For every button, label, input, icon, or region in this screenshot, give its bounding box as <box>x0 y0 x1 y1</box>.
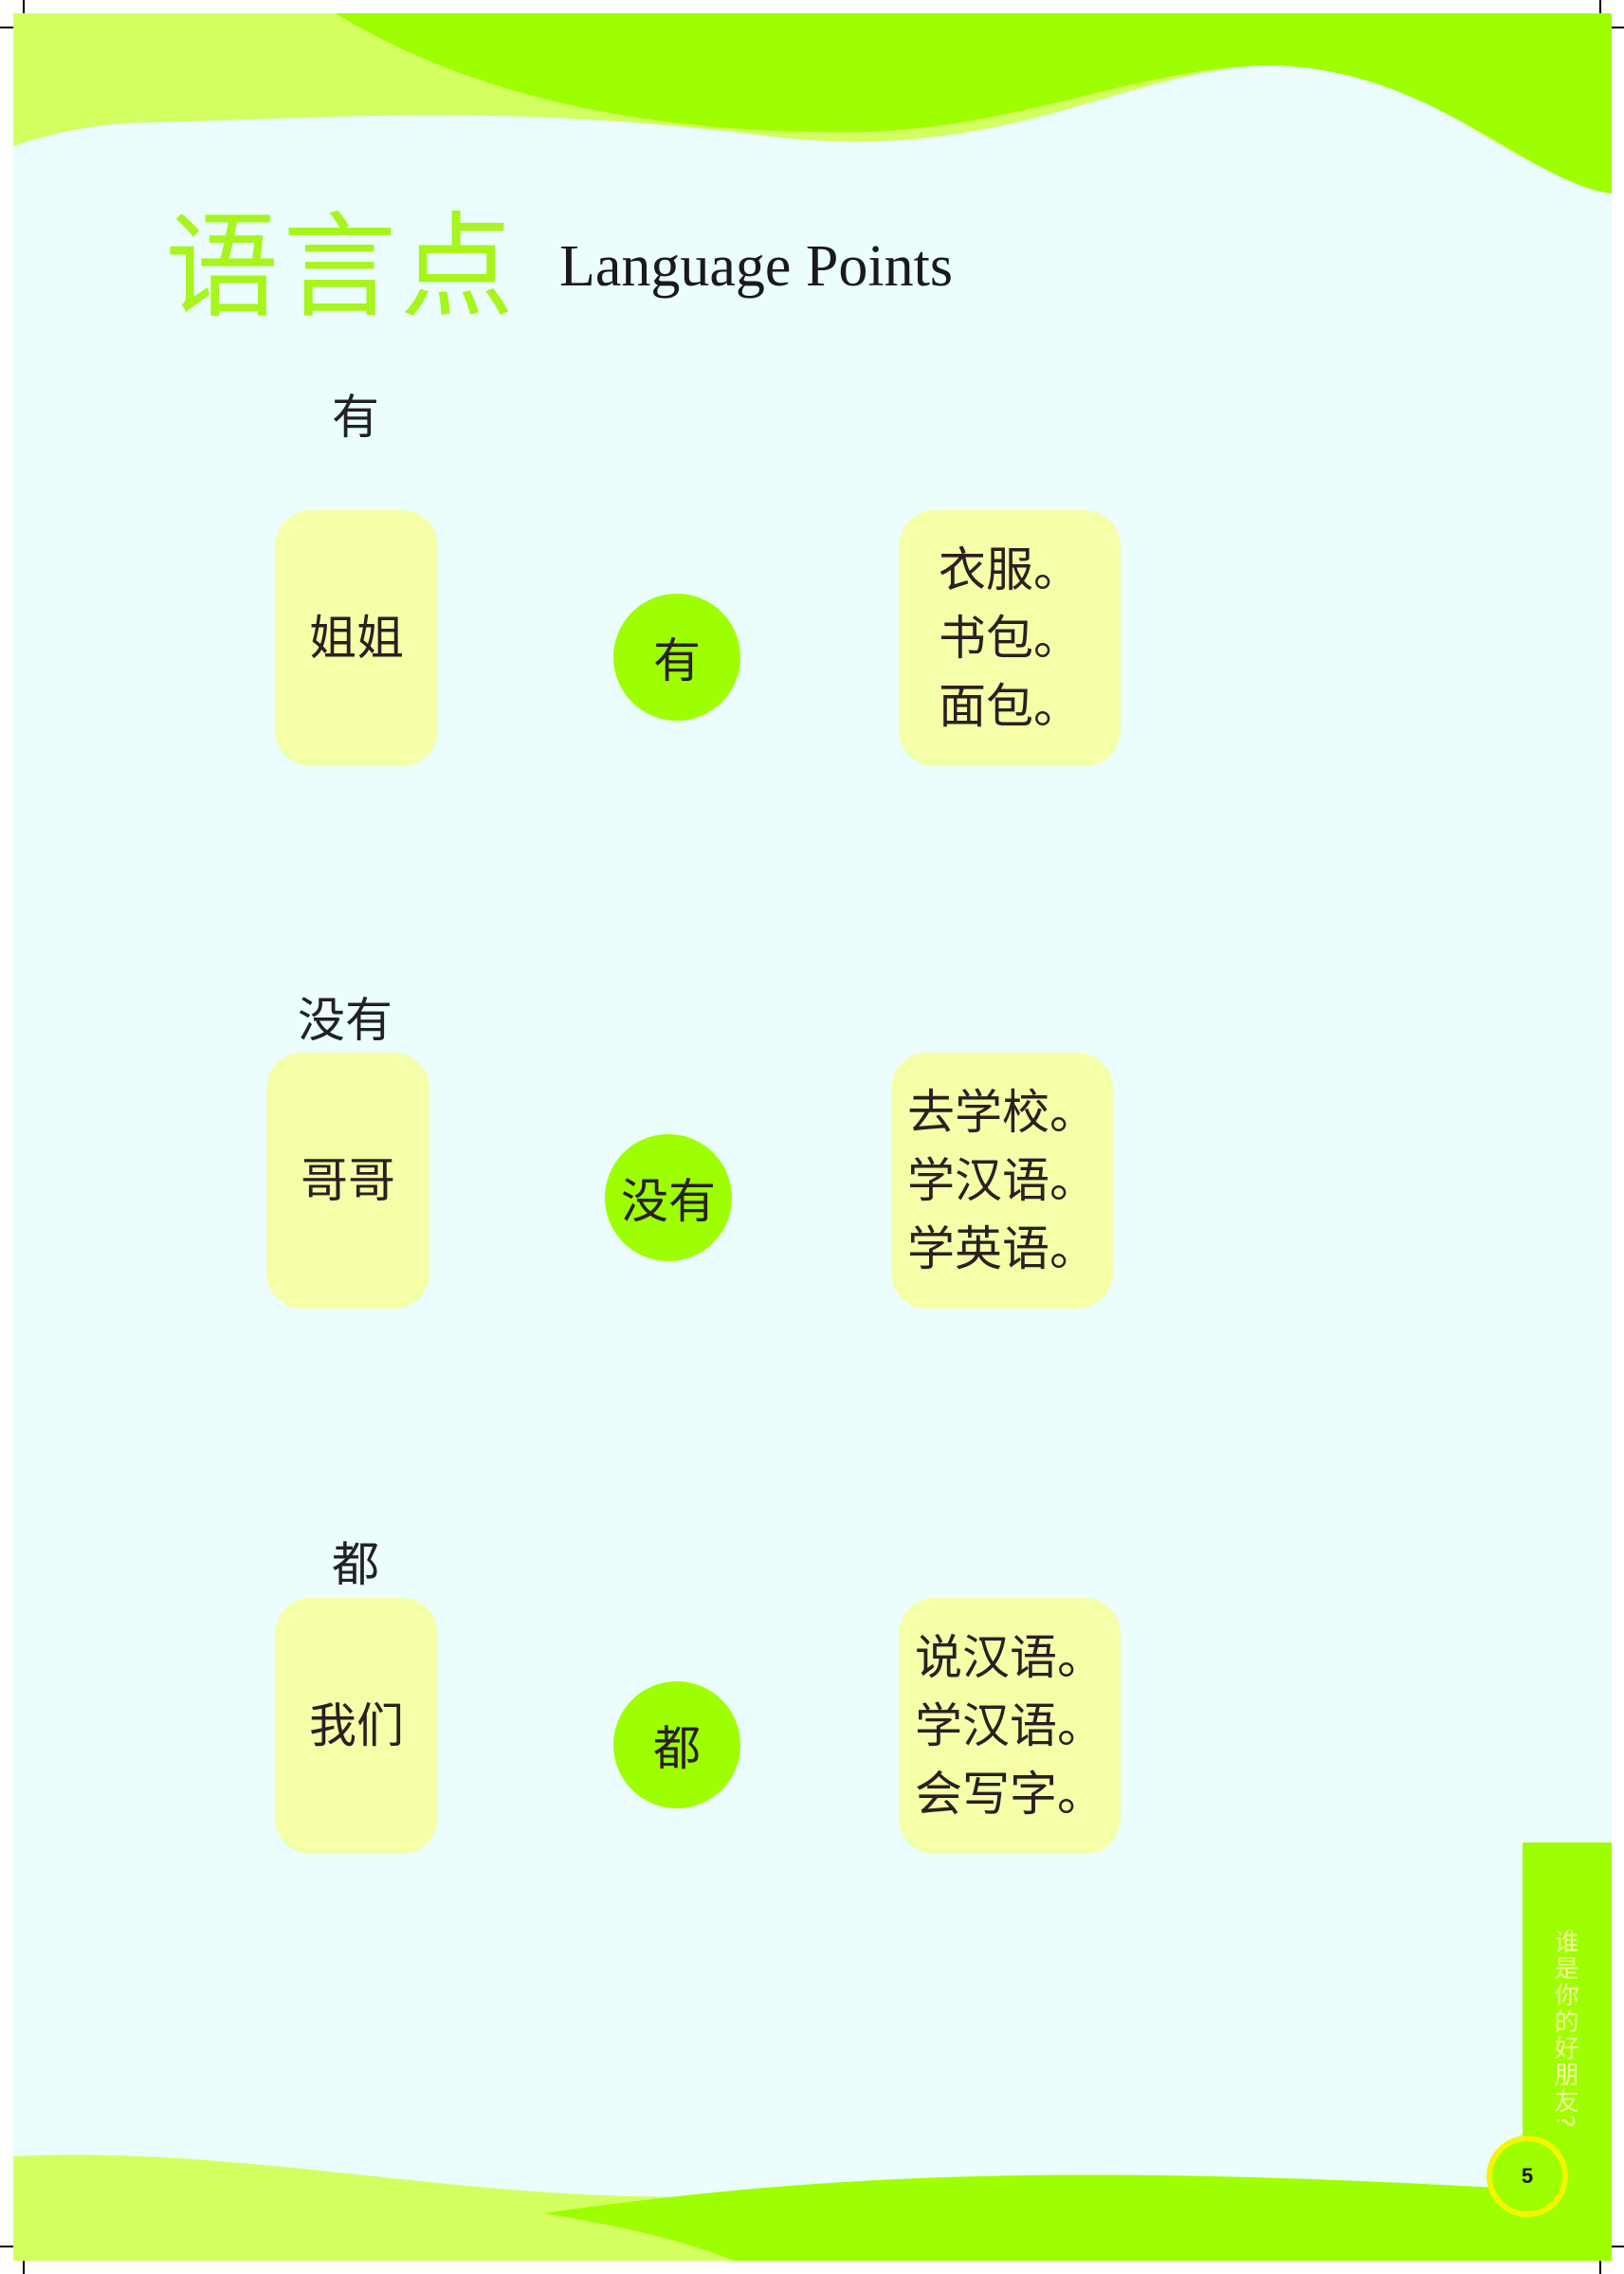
verb-text: 都 <box>653 1721 701 1776</box>
title-english: Language Points <box>559 234 953 299</box>
crop-mark <box>0 2246 23 2247</box>
subject-text: 我们 <box>309 1698 404 1753</box>
subject-text: 姐姐 <box>309 611 404 666</box>
subject-box: 姐姐 <box>275 510 438 766</box>
decorative-waves <box>13 13 1612 2261</box>
section-label: 有 <box>332 390 379 445</box>
objects-box: 去学校。 学汉语。 学英语。 <box>891 1053 1113 1309</box>
verb-circle: 没有 <box>605 1134 732 1261</box>
object-item: 书包。 <box>939 611 1081 666</box>
object-item: 去学校。 <box>907 1085 1097 1140</box>
page-number: 5 <box>1487 2136 1568 2217</box>
object-item: 衣服。 <box>939 542 1081 597</box>
side-tab-text: 谁是你的好朋友? <box>1550 1929 1578 2130</box>
crop-mark <box>1601 27 1624 28</box>
object-item: 面包。 <box>939 679 1081 734</box>
verb-text: 没有 <box>621 1174 716 1229</box>
crop-mark <box>0 27 23 28</box>
objects-box: 衣服。 书包。 面包。 <box>899 510 1121 766</box>
subject-box: 我们 <box>275 1598 438 1854</box>
subject-text: 哥哥 <box>301 1153 395 1208</box>
title-chinese: 语言点 <box>165 202 518 334</box>
object-item: 说汉语。 <box>915 1630 1104 1685</box>
page: 语言点 Language Points 有 姐姐 有 衣服。 书包。 面包。 没… <box>13 13 1612 2261</box>
object-item: 会写字。 <box>915 1767 1104 1822</box>
verb-circle: 有 <box>613 594 740 721</box>
crop-mark <box>1601 2246 1624 2247</box>
object-item: 学汉语。 <box>907 1153 1097 1208</box>
object-item: 学汉语。 <box>915 1698 1104 1753</box>
section-label: 都 <box>332 1537 379 1592</box>
section-label: 没有 <box>298 993 392 1048</box>
object-item: 学英语。 <box>907 1221 1097 1276</box>
objects-box: 说汉语。 学汉语。 会写字。 <box>899 1598 1121 1854</box>
verb-circle: 都 <box>613 1681 740 1808</box>
verb-text: 有 <box>653 633 701 688</box>
subject-box: 哥哥 <box>266 1053 429 1309</box>
